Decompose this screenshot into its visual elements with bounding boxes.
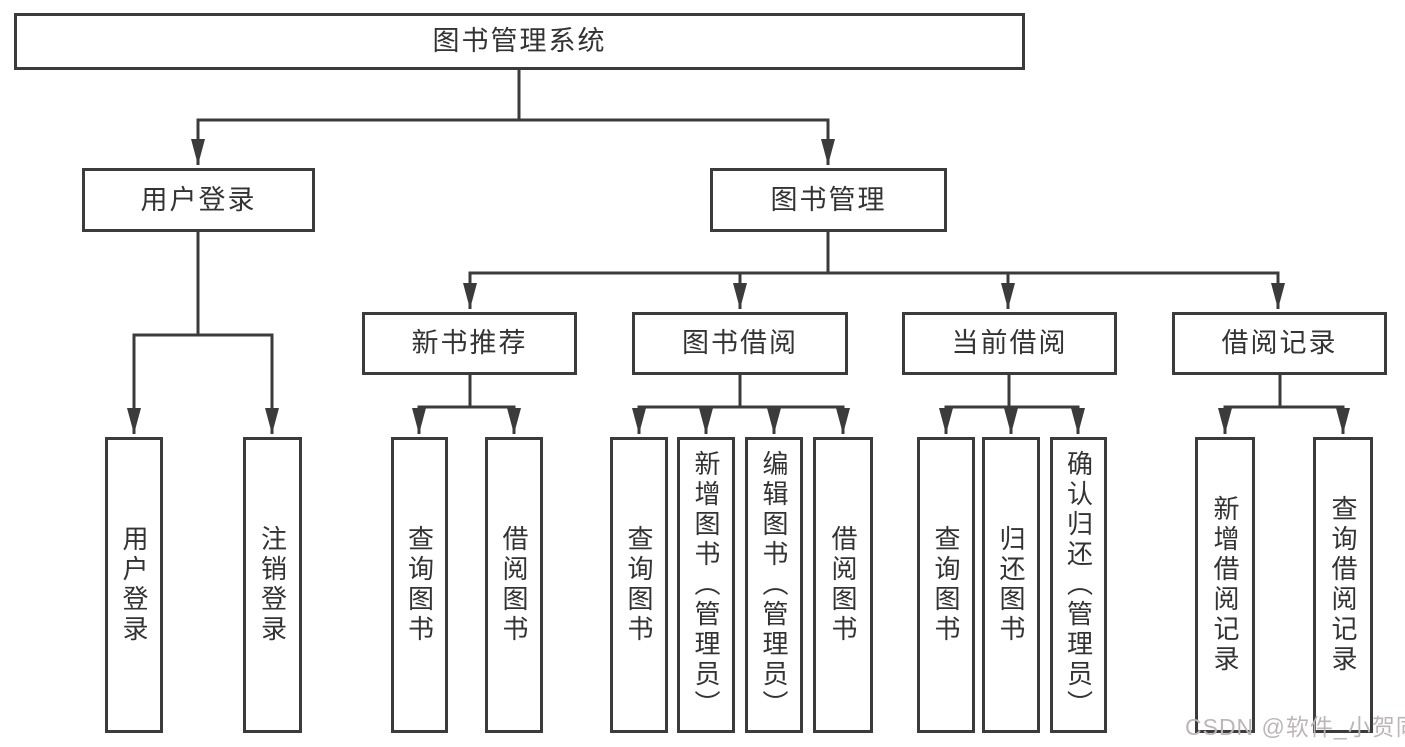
node-library-system-label: 图书管理系统 (432, 26, 607, 56)
leaf-user-login-label: 用户登录 (119, 525, 149, 645)
leaf-query-borrow-record: 查询借阅记录 (1313, 437, 1373, 733)
leaf-borrow-books-borrowing-label: 借阅图书 (828, 525, 858, 645)
node-current-borrowing-label: 当前借阅 (951, 328, 1068, 358)
leaf-edit-books-admin-label: 编辑图书（管理员） (759, 450, 789, 720)
leaf-edit-books-admin: 编辑图书（管理员） (745, 437, 803, 733)
node-book-borrowing: 图书借阅 (632, 312, 848, 375)
node-user-login-label: 用户登录 (140, 184, 257, 215)
node-book-management: 图书管理 (710, 168, 947, 232)
node-borrowing-records-label: 借阅记录 (1221, 328, 1338, 358)
leaf-confirm-return-admin: 确认归还（管理员） (1050, 437, 1107, 733)
leaf-add-books-admin-label: 新增图书（管理员） (691, 450, 721, 720)
leaf-add-borrow-record: 新增借阅记录 (1195, 437, 1255, 733)
leaf-query-books-recommend-label: 查询图书 (404, 525, 435, 645)
leaf-borrow-books-recommend-label: 借阅图书 (499, 525, 529, 645)
csdn-watermark: CSDN @软件_小贺同学 (1185, 714, 1405, 740)
node-book-management-label: 图书管理 (770, 184, 887, 215)
leaf-add-books-admin: 新增图书（管理员） (677, 437, 735, 733)
leaf-add-borrow-record-label: 新增借阅记录 (1210, 495, 1240, 675)
node-new-book-recommendation: 新书推荐 (362, 312, 577, 375)
leaf-query-borrow-record-label: 查询借阅记录 (1328, 495, 1358, 675)
leaf-borrow-books-borrowing: 借阅图书 (813, 437, 873, 733)
leaf-borrow-books-recommend: 借阅图书 (485, 437, 543, 733)
leaf-query-books-current: 查询图书 (917, 437, 975, 733)
leaf-logout: 注销登录 (243, 437, 302, 733)
node-borrowing-records: 借阅记录 (1172, 312, 1387, 375)
node-book-borrowing-label: 图书借阅 (682, 328, 798, 358)
leaf-user-login: 用户登录 (105, 437, 163, 733)
leaf-query-books-current-label: 查询图书 (931, 525, 961, 645)
node-library-system: 图书管理系统 (14, 13, 1025, 70)
leaf-logout-label: 注销登录 (257, 525, 288, 645)
leaf-confirm-return-admin-label: 确认归还（管理员） (1063, 450, 1094, 720)
leaf-query-books-borrowing-label: 查询图书 (624, 525, 654, 645)
node-user-login: 用户登录 (82, 168, 315, 232)
leaf-return-books: 归还图书 (982, 437, 1040, 733)
node-current-borrowing: 当前借阅 (902, 312, 1117, 375)
leaf-query-books-recommend: 查询图书 (391, 437, 448, 733)
node-new-book-recommendation-label: 新书推荐 (411, 328, 528, 358)
leaf-query-books-borrowing: 查询图书 (610, 437, 668, 733)
leaf-return-books-label: 归还图书 (996, 525, 1026, 645)
